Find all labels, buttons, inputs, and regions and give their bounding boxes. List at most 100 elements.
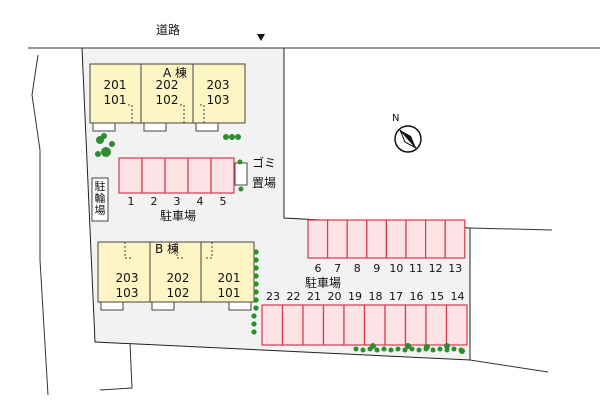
entrance-arrow-icon	[257, 34, 265, 41]
parking-stall-east-bottom-6	[363, 304, 386, 346]
tree-icon	[395, 346, 401, 352]
parking-stall-west-5	[210, 157, 235, 194]
parking-space-number: 22	[286, 290, 301, 303]
building-a-unit-3: 203 103	[206, 78, 230, 107]
tree-icon	[101, 133, 107, 139]
parking-stall-east-top-4	[366, 219, 387, 259]
building-a-label: A 棟	[163, 66, 188, 80]
parking-space-number: 21	[307, 290, 321, 303]
tree-icon	[253, 249, 259, 255]
parking-space-number: 12	[428, 262, 443, 275]
parking-west-stalls	[118, 157, 235, 194]
tree-icon	[416, 347, 422, 353]
parking-stall-east-bottom-4	[322, 304, 345, 346]
parking-stall-east-bottom-2	[281, 304, 304, 346]
parking-stall-east-bottom-5	[343, 304, 366, 346]
parking-stall-east-top-8	[444, 219, 466, 259]
building-a-unit-1: 201 101	[103, 78, 127, 107]
tree-icon	[451, 346, 457, 352]
tree-icon	[374, 347, 380, 353]
parking-east-bottom-stalls	[261, 304, 468, 346]
tree-icon	[253, 297, 259, 303]
parking-space-number: 18	[368, 290, 383, 303]
tree-icon	[437, 346, 443, 352]
building-b-unit-3: 201 101	[217, 271, 241, 300]
tree-icon	[430, 347, 436, 353]
parking-space-number: 14	[450, 290, 465, 303]
north-letter: N	[392, 113, 400, 124]
tree-icon	[459, 348, 465, 354]
tree-icon	[370, 343, 376, 349]
parking-stall-east-top-2	[327, 219, 348, 259]
east-road-line	[469, 227, 553, 231]
garbage-area	[234, 162, 248, 186]
tree-icon	[409, 346, 415, 352]
tree-icon	[251, 329, 257, 335]
tree-icon	[253, 265, 259, 271]
tree-icon	[101, 147, 111, 157]
parking-stall-east-top-6	[405, 219, 427, 259]
building-b-unit-1: 203 103	[115, 271, 139, 300]
parking-stall-east-bottom-7	[384, 304, 407, 346]
tree-icon	[253, 289, 259, 295]
parking-space-number: 5	[219, 195, 227, 208]
tree-icon	[238, 186, 244, 192]
parking-stall-east-top-5	[385, 219, 407, 259]
parking-space-number: 10	[389, 262, 404, 275]
tree-icon	[95, 151, 101, 157]
parking-stall-east-bottom-3	[302, 304, 325, 346]
parking-space-number: 23	[266, 290, 280, 303]
parking-space-number: 2	[150, 195, 158, 208]
parking-stall-east-bottom-8	[404, 304, 427, 346]
tree-icon	[237, 159, 243, 165]
tree-icon	[402, 347, 408, 353]
parking-space-number: 4	[196, 195, 204, 208]
tree-icon	[253, 273, 259, 279]
tree-icon	[388, 347, 394, 353]
parking-stall-east-bottom-1	[261, 304, 284, 346]
parking-stall-west-1	[118, 157, 143, 194]
tree-icon	[251, 313, 257, 319]
tree-icon	[444, 343, 450, 349]
parking-stall-east-top-7	[425, 219, 446, 259]
bottom-boundary-line	[99, 342, 133, 391]
building-b	[97, 241, 255, 311]
tree-icon	[360, 347, 366, 353]
parking-space-number: 15	[430, 290, 444, 303]
parking-east-top-stalls	[307, 219, 466, 259]
parking-stall-west-4	[187, 157, 212, 194]
parking-stall-west-2	[141, 157, 166, 194]
parking-stall-west-3	[164, 157, 189, 194]
parking-east-label: 駐車場	[305, 276, 342, 290]
parking-space-number: 8	[353, 262, 361, 275]
parking-space-number: 16	[409, 290, 424, 303]
east-road-line-lower	[469, 359, 549, 373]
tree-icon	[444, 347, 450, 353]
tree-icon	[424, 344, 430, 350]
parking-stall-east-bottom-9	[425, 304, 448, 346]
parking-west-label: 駐車場	[160, 209, 197, 223]
garbage-label-line2: 置場	[252, 176, 277, 190]
parking-space-number: 3	[173, 195, 181, 208]
tree-icon	[253, 281, 259, 287]
parking-space-number: 11	[409, 262, 423, 275]
parking-space-number: 6	[314, 262, 322, 275]
building-a	[89, 63, 246, 132]
parking-space-number: 17	[389, 290, 403, 303]
tree-icon	[353, 346, 359, 352]
parking-space-number: 13	[448, 262, 463, 275]
left-boundary-line	[31, 54, 49, 396]
building-b-unit-2: 202 102	[166, 271, 190, 300]
road-label: 道路	[156, 23, 181, 37]
bike-parking-label: 駐輪場	[94, 180, 106, 217]
tree-icon	[109, 141, 115, 147]
parking-stall-east-top-3	[346, 219, 368, 259]
building-b-label: B 棟	[155, 242, 180, 256]
bike-parking-area	[91, 177, 109, 222]
tree-icon	[405, 343, 411, 349]
tree-icon	[235, 134, 241, 140]
tree-icon	[253, 257, 259, 263]
parking-space-number: 9	[373, 262, 381, 275]
tree-icon	[229, 134, 235, 140]
